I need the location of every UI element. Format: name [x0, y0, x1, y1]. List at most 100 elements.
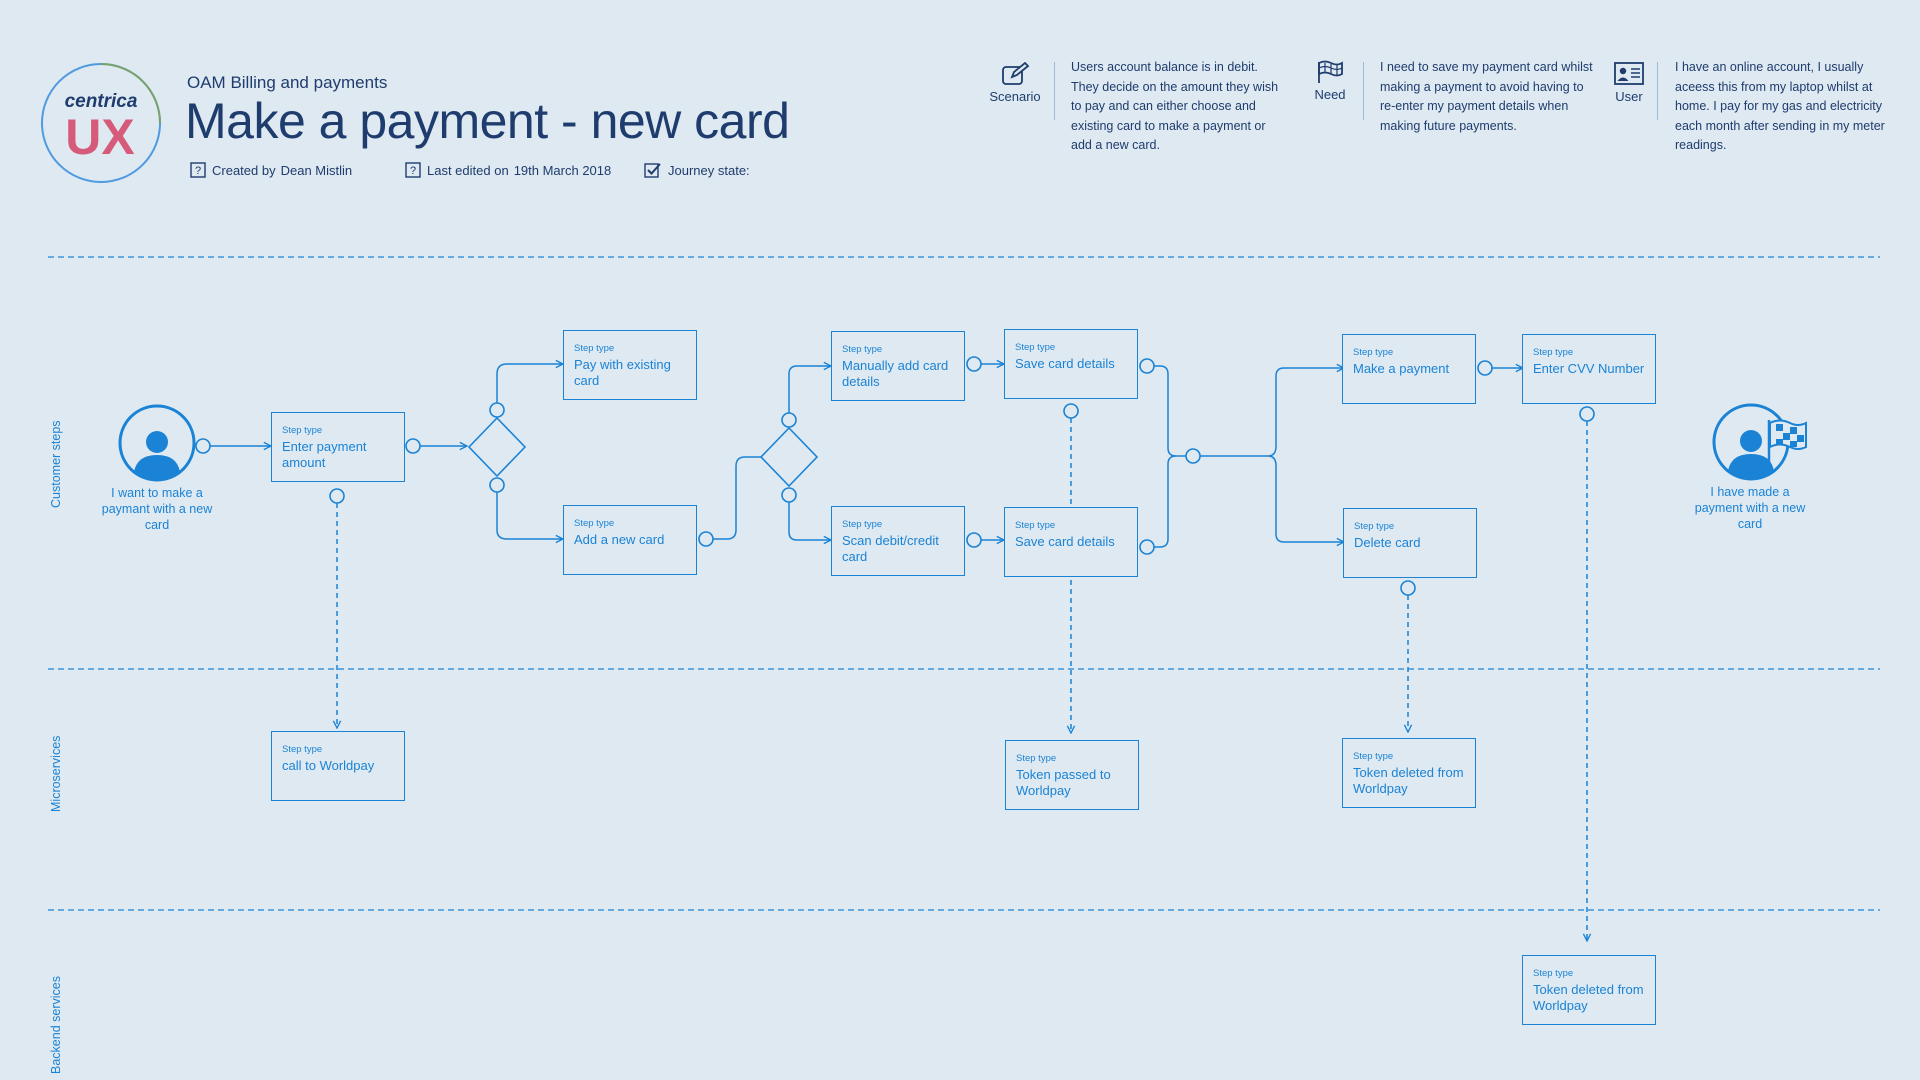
svg-text:?: ? [410, 165, 416, 177]
page-subtitle: OAM Billing and payments [187, 73, 388, 92]
connector [1154, 365, 1186, 457]
connector-node [489, 477, 505, 493]
connector [1267, 368, 1344, 457]
question-box-icon: ? [405, 162, 421, 178]
step-type-label: Step type [842, 344, 883, 355]
user-id-card-icon [1614, 62, 1644, 85]
step-type-label: Step type [1533, 347, 1574, 358]
step-label: Make a payment [1353, 361, 1450, 376]
step-label: Enter payment amount [282, 439, 367, 470]
lane-label-customer: Customer steps [49, 420, 63, 508]
step-type-label: Step type [1353, 347, 1394, 358]
connector [713, 456, 762, 540]
connector-node [1579, 406, 1595, 422]
divider [1363, 62, 1364, 120]
step-type-label: Step type [1016, 753, 1057, 764]
scenario-text: Users account balance is in debit. They … [1071, 60, 1279, 152]
step-type-label: Step type [282, 425, 323, 436]
page-title: Make a payment - new card [185, 93, 790, 149]
step-manually-add-card[interactable]: Step type Manually add card details [831, 331, 965, 401]
last-edited: ? Last edited on 19th March 2018 [405, 162, 611, 178]
user-label: User [1615, 89, 1643, 104]
step-label: Save card details [1015, 534, 1115, 549]
connector-node [405, 438, 421, 454]
edit-pencil-icon [1002, 62, 1030, 85]
connector-node [1063, 403, 1079, 419]
connector-node [1400, 580, 1416, 596]
divider [1657, 62, 1658, 120]
logo-text: centrica [65, 91, 138, 112]
step-pay-existing-card[interactable]: Step type Pay with existing card [563, 330, 697, 400]
last-edited-label: Last edited on [427, 162, 509, 178]
step-label: Save card details [1015, 356, 1115, 371]
checkbox-icon [644, 163, 661, 178]
lane-label-microservices: Microservices [49, 735, 63, 812]
step-token-deleted-micro[interactable]: Step type Token deleted from Worldpay [1342, 738, 1476, 808]
step-token-deleted-backend[interactable]: Step type Token deleted from Worldpay [1522, 955, 1656, 1025]
step-label: Add a new card [574, 532, 665, 547]
lane-label-backend: Backend services [49, 976, 63, 1074]
step-type-label: Step type [1533, 968, 1574, 979]
centrica-ux-logo: centrica UX [41, 63, 161, 183]
connector-node [1139, 358, 1155, 374]
step-type-label: Step type [842, 519, 883, 530]
connector-node [1139, 539, 1155, 555]
connector-node [966, 356, 982, 372]
checkered-flag-icon [1767, 419, 1807, 466]
step-label: Token deleted from Worldpay [1533, 982, 1644, 1013]
step-call-to-worldpay[interactable]: Step type call to Worldpay [271, 731, 405, 801]
connector-node [489, 402, 505, 418]
need-text: I need to save my payment card whilst ma… [1380, 60, 1593, 133]
connector-node [781, 412, 797, 428]
connector-node [698, 531, 714, 547]
step-type-label: Step type [574, 343, 615, 354]
connector [1267, 455, 1344, 542]
step-label: Pay with existing card [574, 357, 671, 388]
step-type-label: Step type [1015, 520, 1056, 531]
created-by: ? Created by Dean Mistlin [190, 162, 352, 178]
flag-icon [1318, 60, 1343, 83]
svg-text:?: ? [195, 165, 201, 177]
journey-state: Journey state: [644, 162, 750, 178]
connector [1154, 455, 1177, 548]
step-save-card-details-bottom[interactable]: Step type Save card details [1004, 507, 1138, 577]
step-type-label: Step type [282, 744, 323, 755]
journey-state-label: Journey state: [668, 162, 750, 178]
connector [496, 364, 563, 404]
step-type-label: Step type [1015, 342, 1056, 353]
step-label: Scan debit/credit card [842, 533, 939, 564]
connector [788, 502, 831, 540]
question-box-icon: ? [190, 162, 206, 178]
connector-node [195, 438, 211, 454]
connector [496, 491, 563, 539]
connector-node [329, 488, 345, 504]
connector [788, 366, 831, 413]
need-block: Need [1295, 60, 1365, 102]
divider [1054, 62, 1055, 120]
step-token-passed[interactable]: Step type Token passed to Worldpay [1005, 740, 1139, 810]
decision-diamond [467, 416, 527, 478]
need-label: Need [1314, 87, 1346, 102]
step-type-label: Step type [1353, 751, 1394, 762]
step-enter-payment-amount[interactable]: Step type Enter payment amount [271, 412, 405, 482]
step-scan-card[interactable]: Step type Scan debit/credit card [831, 506, 965, 576]
scenario-label: Scenario [989, 89, 1041, 104]
decision-diamond [759, 426, 819, 488]
step-add-new-card[interactable]: Step type Add a new card [563, 505, 697, 575]
step-save-card-details-top[interactable]: Step type Save card details [1004, 329, 1138, 399]
created-by-label: Created by [212, 162, 276, 178]
start-actor-icon [118, 404, 196, 482]
start-actor-label: I want to make a paymant with a new card [101, 486, 213, 532]
connector-node [966, 532, 982, 548]
step-type-label: Step type [574, 518, 615, 529]
step-enter-cvv[interactable]: Step type Enter CVV Number [1522, 334, 1656, 404]
logo-mark: UX [65, 109, 134, 165]
step-label: Manually add card details [842, 358, 949, 389]
step-make-payment[interactable]: Step type Make a payment [1342, 334, 1476, 404]
step-delete-card[interactable]: Step type Delete card [1343, 508, 1477, 578]
user-block: User [1594, 62, 1664, 104]
step-label: Token passed to Worldpay [1016, 767, 1111, 798]
end-actor-label: I have made a payment with a new card [1694, 485, 1806, 531]
step-label: call to Worldpay [282, 758, 375, 773]
connector-node [781, 487, 797, 503]
